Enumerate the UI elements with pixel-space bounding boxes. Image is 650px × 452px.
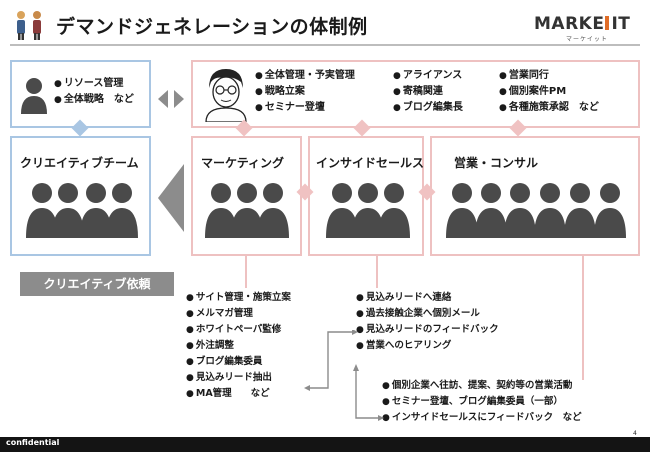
inside-sales-team-box: インサイドセールス [308,136,424,256]
team-silhouettes-icon [26,183,138,238]
manager-bullets: リソース管理 全体戦略 など [54,76,134,108]
logo: MARKE IT [534,14,630,34]
sales-task: セミナー登壇、ブログ編集委員（一部） [382,394,582,410]
footer-confidential: confidential [6,438,60,447]
arrow-left-icon [158,164,184,232]
lead-bullets-col3: 営業同行 個別案件PM 各種施策承認 など [499,68,599,116]
sales-team-box: 営業・コンサル [430,136,640,256]
inside-sales-task: 見込みリードのフィードバック [356,322,499,338]
title-divider [10,44,640,46]
marketing-team-label: マーケティング [201,156,285,170]
lead-bullet: 寄稿関連 [393,84,463,100]
marketing-task: 見込みリード抽出 [186,370,291,386]
manager-bullet: リソース管理 [54,76,134,92]
creative-team-box: クリエイティブチーム [10,136,151,256]
marketing-task: サイト管理・施策立案 [186,290,291,306]
inside-sales-task: 営業へのヒアリング [356,338,499,354]
marketing-task: MA管理 など [186,386,291,402]
sales-task: 個別企業へ往訪、提案、契約等の営業活動 [382,378,582,394]
marketing-task: 外注調整 [186,338,291,354]
sales-task-list: 個別企業へ往訪、提案、契約等の営業活動 セミナー登壇、ブログ編集委員（一部） イ… [382,378,582,426]
lead-bullet: 個別案件PM [499,84,599,100]
lead-bullet: セミナー登壇 [255,100,355,116]
lead-bullet: 営業同行 [499,68,599,84]
creative-request-badge: クリエイティブ依頼 [20,272,174,296]
page-title: デマンドジェネレーションの体制例 [56,16,368,38]
lead-bullets-col2: アライアンス 寄稿関連 ブログ編集長 [393,68,463,116]
page-number: 4 [633,430,637,437]
logo-subtext: マーケイット [566,36,608,43]
logo-accent-bar [605,16,610,30]
marketing-task: ホワイトペーパ監修 [186,322,291,338]
marketing-team-box: マーケティング [191,136,302,256]
marketing-task: ブログ編集委員 [186,354,291,370]
manager-bullet: 全体戦略 など [54,92,134,108]
inside-sales-team-label: インサイドセールス [316,156,425,170]
sales-task: インサイドセールスにフィードバック など [382,410,582,426]
marketing-task: メルマガ管理 [186,306,291,322]
manager-box: リソース管理 全体戦略 など [10,60,151,128]
connector-line [245,256,247,288]
inside-sales-task-list: 見込みリードへ連絡 過去接触企業へ個別メール 見込みリードのフィードバック 営業… [356,290,499,354]
person-silhouette-icon [21,78,47,114]
team-silhouettes-icon [446,183,626,238]
connector-line [376,256,378,288]
marketing-task-list: サイト管理・施策立案 メルマガ管理 ホワイトペーパ監修 外注調整 ブログ編集委員… [186,290,291,402]
people-icon [17,11,41,40]
connector-line [582,256,584,380]
lead-bullet: 各種施策承認 など [499,100,599,116]
inside-sales-task: 過去接触企業へ個別メール [356,306,499,322]
logo-text-a: MARKE [534,14,605,34]
double-chevron-icon [158,90,184,108]
lead-bullets-col1: 全体管理・予実管理 戦略立案 セミナー登壇 [255,68,355,116]
lead-handoff-arrow-icon [304,330,358,391]
feedback-arrow-icon [353,364,384,421]
creative-team-label: クリエイティブチーム [20,156,139,170]
team-silhouettes-icon [326,183,410,238]
lead-bullet: 戦略立案 [255,84,355,100]
lead-bullet: ブログ編集長 [393,100,463,116]
logo-text-b: IT [611,14,631,34]
inside-sales-task: 見込みリードへ連絡 [356,290,499,306]
team-silhouettes-icon [205,183,289,238]
lead-bullet: 全体管理・予実管理 [255,68,355,84]
lead-bullet: アライアンス [393,68,463,84]
manager-portrait-icon [205,69,247,122]
lead-box: 全体管理・予実管理 戦略立案 セミナー登壇 アライアンス 寄稿関連 ブログ編集長… [191,60,640,128]
sales-team-label: 営業・コンサル [454,156,539,170]
footer-bar [0,437,650,452]
